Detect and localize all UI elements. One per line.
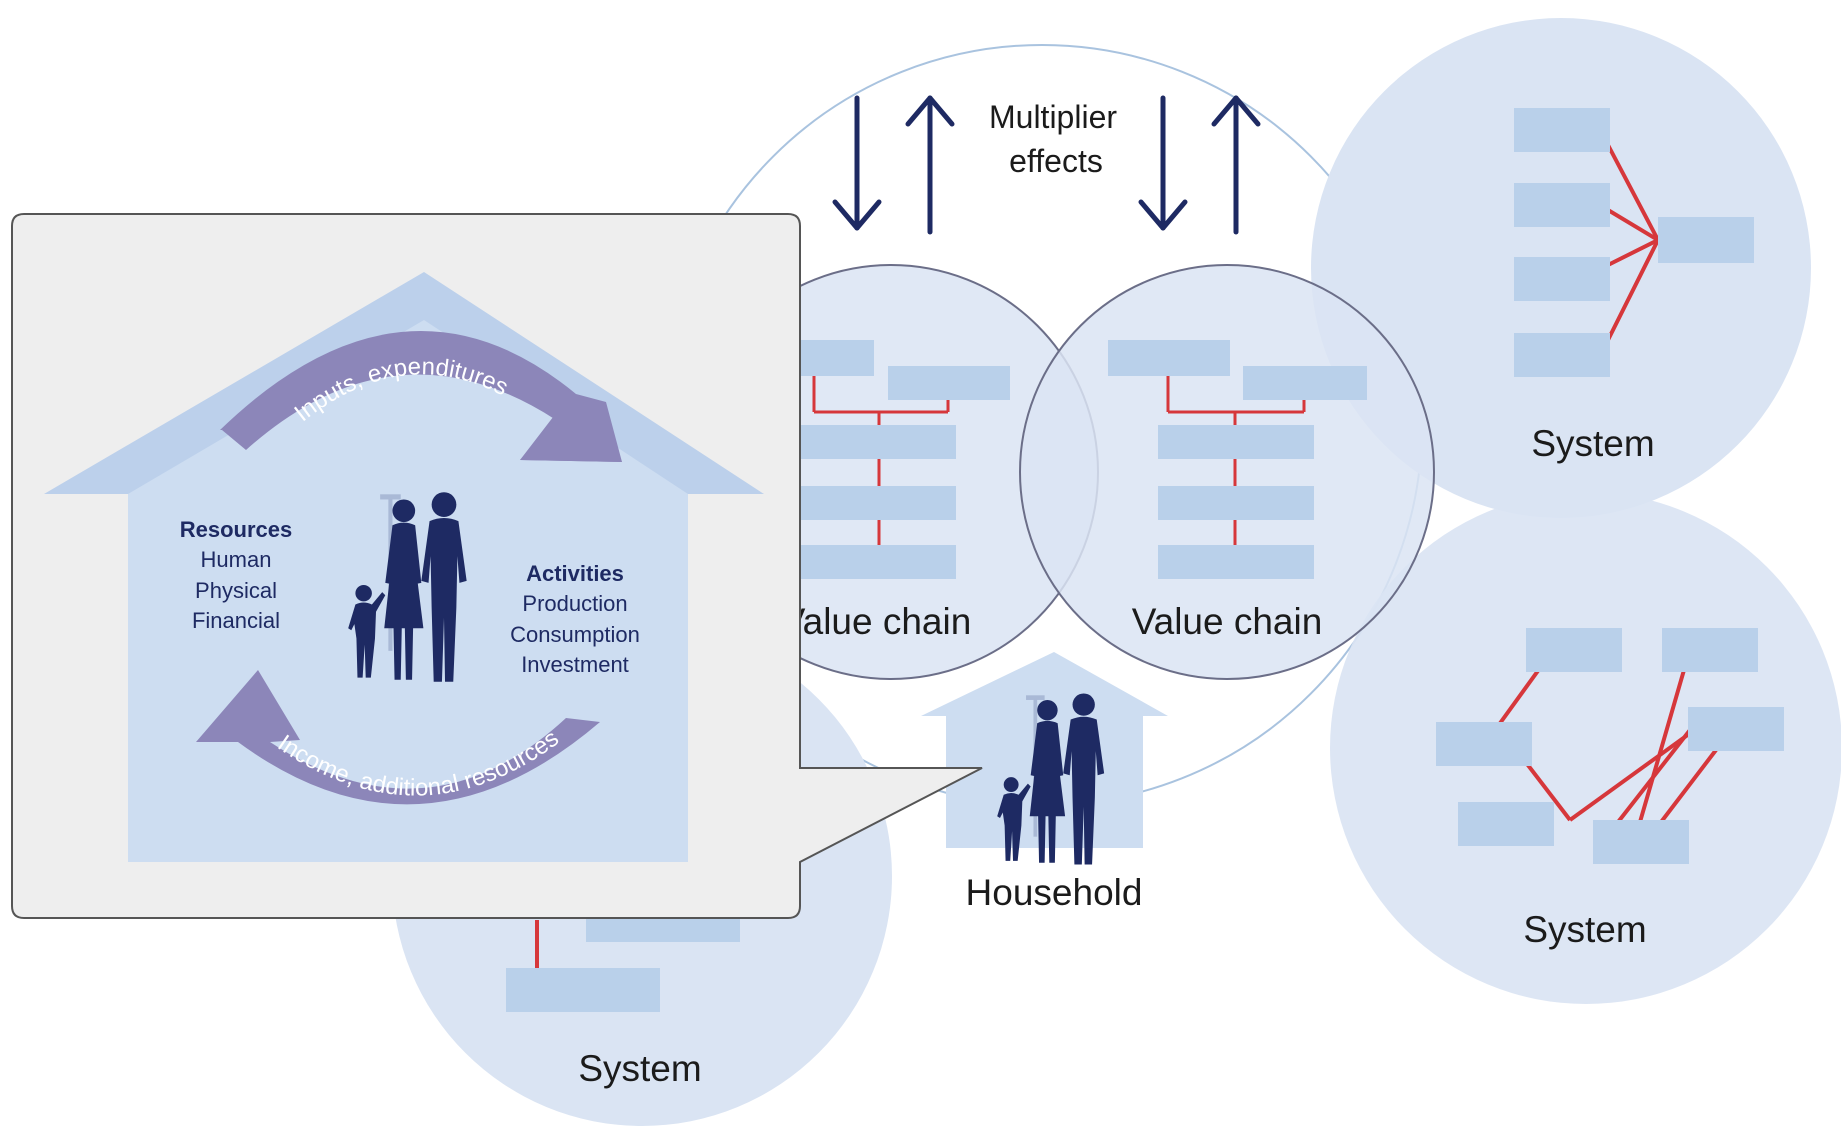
arrow-up-icon <box>1211 95 1261 235</box>
activities-item: Consumption <box>510 622 640 647</box>
activities-list: Activities Production Consumption Invest… <box>510 561 640 677</box>
arc-arrow-bottom <box>196 670 600 805</box>
resources-item: Physical <box>195 578 277 603</box>
multiplier-label-line2: effects <box>1009 143 1103 179</box>
resources-item: Human <box>201 547 272 572</box>
value-chain-label-right: Value chain <box>1132 601 1323 642</box>
system-node <box>506 968 660 1012</box>
multiplier-arrows <box>832 95 1261 235</box>
household-label: Household <box>966 872 1143 913</box>
value-chain-label-left: Value chain <box>781 601 972 642</box>
system-top-right-nodes <box>1514 108 1754 377</box>
system-label-bottom-left: System <box>578 1048 701 1089</box>
resources-list: Resources Human Physical Financial <box>180 517 293 633</box>
system-label-bottom-right: System <box>1523 909 1646 950</box>
activities-item: Investment <box>521 652 629 677</box>
system-circle-bottom-right <box>1330 492 1841 1004</box>
multiplier-label-line1: Multiplier <box>989 99 1117 135</box>
activities-item: Production <box>522 591 627 616</box>
arrow-up-icon <box>905 95 955 235</box>
resources-heading: Resources <box>180 517 293 542</box>
arrow-down-icon <box>832 95 882 231</box>
system-top-right-links <box>1606 144 1660 341</box>
resources-item: Financial <box>192 608 280 633</box>
system-label-top-right: System <box>1531 423 1654 464</box>
activities-heading: Activities <box>526 561 624 586</box>
arc-arrow-top-body <box>222 340 622 462</box>
value-chain-right <box>1019 264 1435 680</box>
arrow-down-icon <box>1138 95 1188 231</box>
system-bottom-right-nodes <box>1436 628 1784 864</box>
